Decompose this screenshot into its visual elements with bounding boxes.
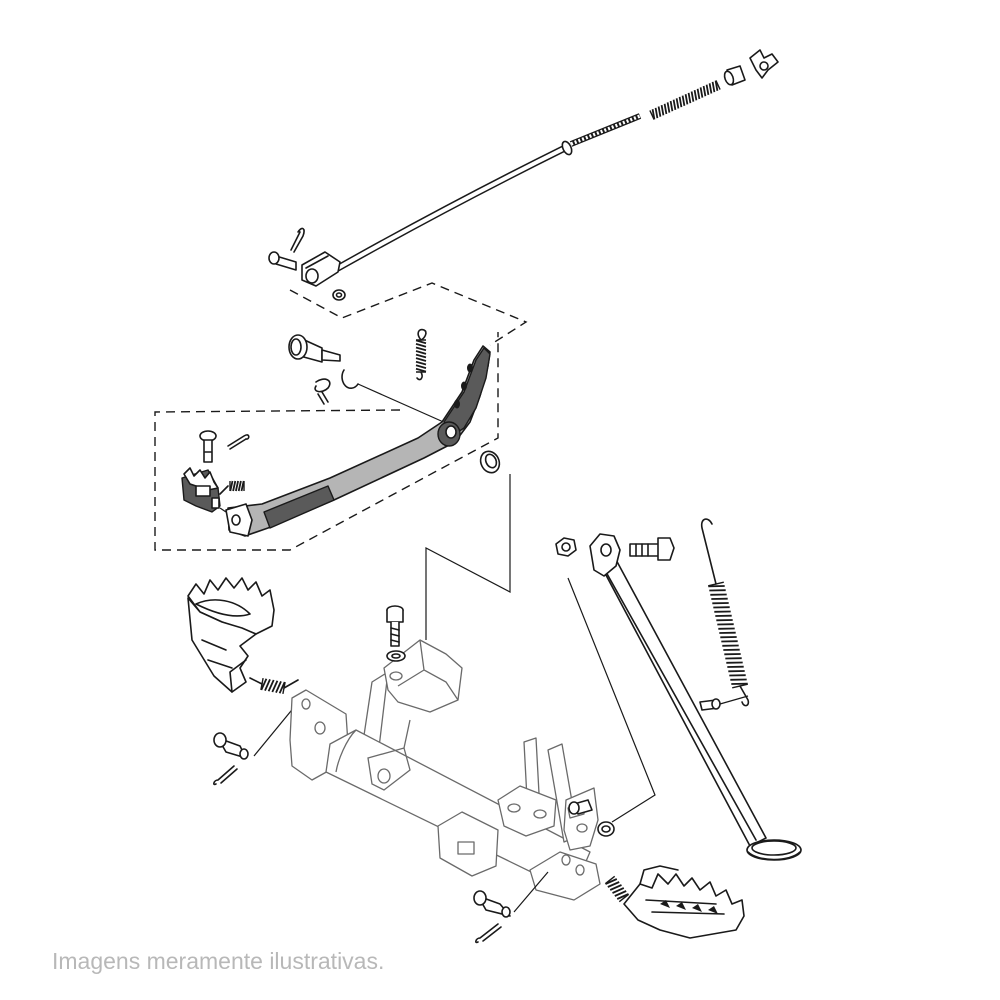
leader-tip: [219, 507, 227, 513]
coil-spring-icon: [651, 80, 719, 120]
footpeg-right-cotter-pin: [475, 923, 502, 944]
spring-hook-bottom: [416, 371, 423, 381]
brake-cable: [334, 113, 642, 272]
footpeg-left-spring-legs: [249, 677, 299, 689]
adjuster-collar: [723, 65, 746, 86]
dashed-outline-pedal: [154, 332, 499, 551]
coil-spring-end: [708, 581, 748, 689]
frame-right-bracket: [497, 785, 557, 837]
adjuster-spring: [649, 80, 721, 120]
coil-spring-end: [649, 80, 721, 120]
leader-washer-frame: [425, 474, 511, 640]
tip-pin: [199, 430, 217, 463]
leader-kickstand-spring-pin: [719, 695, 749, 705]
kickstand-spring-hook-bottom: [739, 685, 750, 707]
tip-spring: [229, 480, 245, 492]
pedal-slot-3: [454, 399, 460, 409]
coil-spring-icon: [260, 678, 286, 694]
footpeg-right-pin: [473, 890, 511, 918]
mount-bolt: [386, 605, 404, 647]
tip-spring-leg: [219, 485, 229, 495]
coil-spring-end: [229, 481, 245, 491]
coil-spring-icon: [605, 878, 629, 900]
frame-lower-right-bracket: [529, 851, 601, 901]
pedal-slot-1: [467, 363, 473, 373]
circlip: [341, 369, 359, 389]
cotter-pin-upper: [290, 227, 305, 253]
kickstand-spring: [708, 581, 748, 689]
brake-pedal: [225, 345, 491, 537]
footpeg-left-cotter-pin: [213, 765, 238, 786]
leader-footpeg-right: [513, 871, 549, 913]
kickstand-spring-pin: [699, 698, 721, 711]
coil-spring-icon: [708, 585, 748, 685]
frame: [289, 639, 601, 901]
pedal-pivot-hole: [445, 425, 457, 439]
spring-hook-top: [417, 328, 427, 341]
coil-spring-icon: [229, 480, 245, 492]
wing-nut: [749, 49, 779, 79]
footpeg-right-spring: [604, 875, 630, 903]
footpeg-left-spring: [260, 677, 286, 695]
pedal-slot-2: [461, 381, 467, 391]
footpeg-left: [187, 577, 275, 693]
kickstand: [589, 533, 802, 861]
footpeg-right: [623, 865, 745, 939]
brake-cable-inner: [336, 146, 567, 270]
cable-clevis: [301, 251, 341, 287]
tip-cotter-pin: [227, 434, 250, 450]
kickstand-pin: [568, 799, 593, 815]
pedal-tip: [181, 467, 221, 513]
kickstand-nut: [555, 537, 577, 557]
kickstand-collar: [597, 821, 615, 837]
kickstand-spring-hook-top: [700, 518, 717, 585]
leader-kickstand: [567, 577, 656, 823]
coil-spring-icon: [415, 339, 427, 373]
kickstand-leg: [597, 555, 767, 847]
threaded-rod-core: [570, 114, 641, 146]
footpeg-left-pin: [213, 732, 249, 760]
mount-washer: [386, 650, 406, 662]
pivot-bolt: [288, 334, 341, 363]
clevis-washer: [332, 289, 346, 301]
pivot-washer: [479, 450, 501, 474]
leader-circlip-pedal: [357, 383, 449, 425]
kickstand-bolt: [629, 537, 675, 561]
cable-ferrule: [561, 140, 573, 156]
pedal-return-spring: [415, 339, 427, 373]
pedal-cotter-pin: [314, 378, 331, 405]
clevis-pin: [268, 251, 297, 271]
dashed-leader-cable: [289, 282, 528, 346]
coil-spring-end: [604, 875, 630, 903]
pedal-arm-shade: [263, 485, 335, 529]
disclaimer-caption: Imagens meramente ilustrativas.: [52, 948, 385, 974]
